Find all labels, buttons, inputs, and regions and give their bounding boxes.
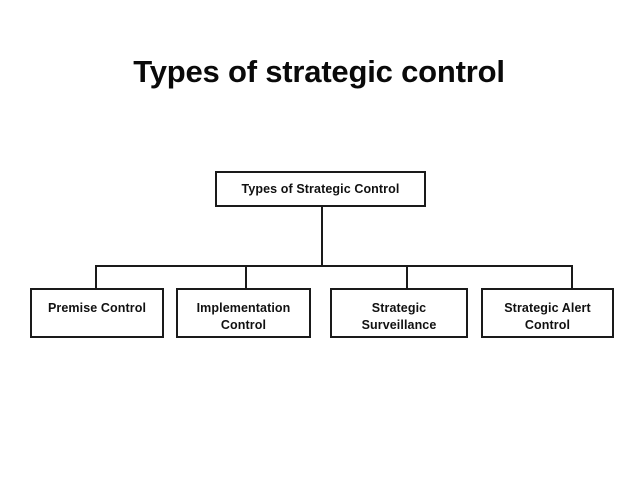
node-types-of-strategic-control: Types of Strategic Control	[215, 171, 426, 207]
node-label: Implementation Control	[196, 301, 291, 332]
connector-root-stem	[321, 207, 323, 266]
node-label: Premise Control	[47, 301, 147, 315]
connector-horizontal-bus	[95, 265, 573, 267]
node-strategic-surveillance: Strategic Surveillance	[330, 288, 468, 338]
connector-drop-strategic-surveillance	[406, 265, 408, 289]
node-strategic-alert-control: Strategic Alert Control	[481, 288, 614, 338]
connector-drop-premise-control	[95, 265, 97, 289]
node-label: Strategic Alert Control	[504, 301, 591, 332]
node-label: Types of Strategic Control	[241, 182, 400, 196]
page-title: Types of strategic control	[133, 54, 505, 89]
connector-drop-strategic-alert-control	[571, 265, 573, 289]
node-premise-control: Premise Control	[30, 288, 164, 338]
connector-drop-implementation-control	[245, 265, 247, 289]
node-implementation-control: Implementation Control	[176, 288, 311, 338]
node-label: Strategic Surveillance	[361, 301, 437, 332]
